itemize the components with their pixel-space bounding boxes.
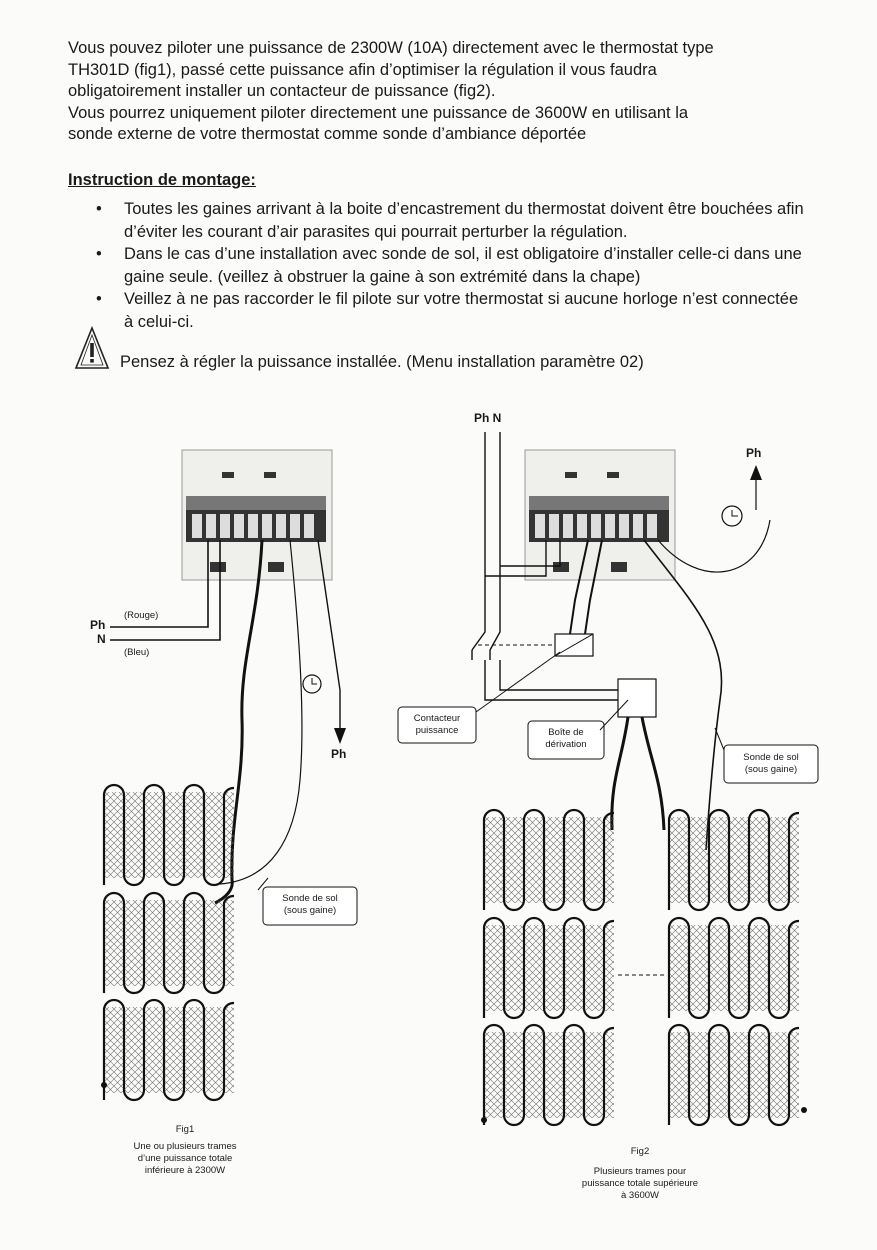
warning-text: Pensez à régler la puissance installée. … xyxy=(120,353,644,371)
heating-mat xyxy=(482,808,616,912)
fig1-caption-title: Fig1 xyxy=(175,1124,195,1135)
heating-mat xyxy=(482,916,616,1020)
fig2-ph-n-label: Ph N xyxy=(474,411,502,425)
instructions-list: Toutes les gaines arrivant à la boite d’… xyxy=(96,198,811,333)
heating-mat xyxy=(667,808,801,912)
intro-line: Vous pouvez piloter une puissance de 230… xyxy=(68,39,714,57)
warning-triangle-icon xyxy=(74,326,110,369)
fig1-diagram xyxy=(101,449,358,1102)
thermostat-fig2 xyxy=(524,449,676,581)
intro-line: Vous pourrez uniquement piloter directem… xyxy=(68,103,689,122)
heating-mat xyxy=(102,891,236,995)
intro-line: obligatoirement installer un contacteur … xyxy=(68,82,496,100)
fig1-sonde-label-line1: Sonde de sol xyxy=(282,893,338,904)
intro-line: sonde externe de votre thermostat comme … xyxy=(68,125,587,143)
fig1-caption-line: Une ou plusieurs trames xyxy=(133,1141,237,1152)
fig1-caption-line: d’une puissance totale xyxy=(137,1153,233,1164)
fig2-sonde-label-line1: Sonde de sol xyxy=(743,752,799,763)
fig2-diagram xyxy=(397,432,819,1127)
fig1-rouge-label: (Rouge) xyxy=(124,610,159,621)
fig2-caption-title: Fig2 xyxy=(630,1146,650,1157)
fig2-sonde-label-line2: (sous gaine) xyxy=(744,764,798,775)
fig1-bleu-label: (Bleu) xyxy=(124,647,150,658)
fig1-sonde-label-line2: (sous gaine) xyxy=(283,905,337,916)
instruction-item: Veillez à ne pas raccorder le fil pilote… xyxy=(96,288,811,333)
fig2-caption-line: Plusieurs trames pour xyxy=(593,1166,687,1177)
junction-box xyxy=(617,678,657,718)
fig2-boite-label-line1: Boîte de xyxy=(548,727,584,738)
fig2-ph-out-label: Ph xyxy=(746,446,762,460)
intro-paragraph: Vous pouvez piloter une puissance de 230… xyxy=(68,38,828,146)
fig1-n-label: N xyxy=(97,632,106,646)
fig2-contacteur-label-line2: puissance xyxy=(415,725,459,736)
heating-mat xyxy=(667,1023,801,1127)
fig1-ph-label: Ph xyxy=(90,618,106,632)
thermostat-fig1 xyxy=(181,449,333,581)
fig1-caption-line: inférieure à 2300W xyxy=(144,1165,226,1176)
instructions-heading: Instruction de montage: xyxy=(68,171,256,189)
fig2-caption-line: puissance totale supérieure xyxy=(581,1178,699,1189)
fig2-contacteur-label-line1: Contacteur xyxy=(413,713,461,724)
fig2-boite-label-line2: dérivation xyxy=(545,739,587,750)
heating-mat xyxy=(102,998,236,1102)
heating-mat xyxy=(482,1023,616,1127)
heating-mat xyxy=(667,916,801,1020)
fig1-ph-out-label: Ph xyxy=(331,747,347,761)
clock-icon xyxy=(721,505,743,527)
heating-mat xyxy=(102,783,236,887)
fig2-caption-line: à 3600W xyxy=(620,1190,660,1201)
clock-icon xyxy=(302,674,322,694)
intro-line: TH301D (fig1), passé cette puissance afi… xyxy=(68,60,657,79)
instruction-item: Dans le cas d’une installation avec sond… xyxy=(96,243,811,288)
instruction-item: Toutes les gaines arrivant à la boite d’… xyxy=(96,198,811,243)
